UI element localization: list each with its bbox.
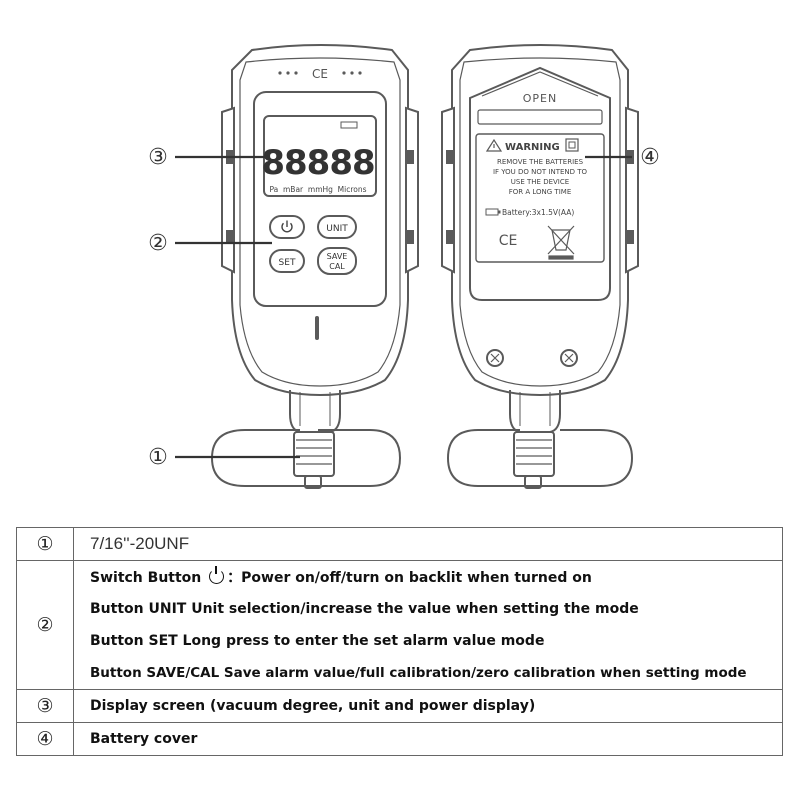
callout-4: ④	[640, 145, 660, 170]
callout-2: ②	[148, 231, 168, 256]
power-icon	[209, 566, 225, 584]
weee-bin-icon	[547, 225, 575, 260]
save-cal-button	[317, 247, 357, 275]
lcd-units: Pa mBar mmHg Microns	[269, 185, 366, 194]
back-hose	[446, 429, 634, 487]
warning-line-3: USE THE DEVICE	[511, 178, 569, 186]
power-button	[269, 215, 305, 239]
battery-spec: Battery:3x1.5V(AA)	[502, 208, 574, 217]
back-body	[451, 44, 629, 397]
front-view: CE 88888 Pa mBar mmHg Microns UNIT SET	[210, 44, 419, 489]
warning-line-2: IF YOU DO NOT INTEND TO	[493, 168, 588, 176]
save-cal-label-1: SAVE	[327, 252, 348, 261]
warning-line-1: REMOVE THE BATTERIES	[497, 158, 584, 166]
legend-unit-button: Button UNIT Unit selection/increase the …	[73, 593, 783, 625]
battery-indicator	[340, 121, 358, 129]
legend-switch-button: Switch Button ：Power on/off/turn on back…	[73, 560, 783, 593]
warning-line-4: FOR A LONG TIME	[509, 188, 572, 196]
legend-save-cal-button: Button SAVE/CAL Save alarm value/full ca…	[73, 657, 783, 690]
back-view: OPEN WARNING REMOVE THE BATTERIES IF YOU…	[441, 44, 639, 489]
callout-3: ③	[148, 145, 168, 170]
legend-row-3: ③ Display screen (vacuum degree, unit an…	[16, 689, 783, 723]
battery-icon	[485, 208, 501, 216]
switch-button-label: Switch Button	[90, 570, 207, 586]
legend-text-4: Battery cover	[73, 722, 783, 756]
legend-num-4: ④	[16, 722, 74, 756]
back-fitting	[513, 431, 555, 477]
front-buttons: UNIT SET SAVE CAL	[269, 215, 357, 275]
screw-left	[486, 349, 504, 367]
legend-text-1: 7/16''-20UNF	[73, 527, 783, 561]
back-ce-mark: CE	[499, 233, 518, 249]
set-button-label: SET	[279, 258, 296, 268]
callout-lines	[175, 155, 632, 459]
legend-num-1: ①	[16, 527, 74, 561]
device-diagram: CE 88888 Pa mBar mmHg Microns UNIT SET	[148, 44, 660, 489]
legend-row-1: ① 7/16''-20UNF	[16, 527, 783, 561]
front-ce-mark: CE	[312, 67, 328, 81]
unit-button	[317, 215, 357, 239]
legend-row-2d: Button SAVE/CAL Save alarm value/full ca…	[17, 657, 783, 690]
legend-row-2a: ② Switch Button ：Power on/off/turn on ba…	[16, 560, 783, 690]
battery-cover-plate	[469, 66, 611, 301]
set-button	[269, 249, 305, 273]
power-icon	[281, 220, 293, 233]
front-fitting	[293, 431, 335, 477]
back-stem	[509, 390, 561, 433]
screw-right	[560, 349, 578, 367]
front-face-panel	[253, 91, 387, 307]
unit-button-label: UNIT	[326, 224, 348, 234]
open-label: OPEN	[523, 92, 557, 105]
legend-num-2: ②	[16, 560, 74, 690]
callout-1: ①	[148, 445, 168, 470]
legend-set-button: Button SET Long press to enter the set a…	[73, 625, 783, 657]
warning-title: WARNING	[505, 142, 560, 153]
legend-row-2b: Button UNIT Unit selection/increase the …	[17, 593, 783, 625]
front-body	[231, 44, 409, 397]
front-hose	[210, 429, 402, 487]
legend-row-4: ④ Battery cover	[16, 722, 783, 756]
warning-icon	[485, 138, 503, 152]
lcd-digits: 88888	[261, 143, 374, 183]
warning-panel	[475, 133, 605, 263]
legend-num-3: ③	[16, 689, 74, 723]
front-stem	[289, 390, 341, 433]
legend-table: ① 7/16''-20UNF ② Switch Button ：Power on…	[16, 527, 783, 756]
legend-text-3: Display screen (vacuum degree, unit and …	[73, 689, 783, 723]
switch-button-desc: ：Power on/off/turn on backlit when turne…	[227, 570, 592, 586]
save-cal-label-2: CAL	[329, 262, 345, 271]
legend-row-2c: Button SET Long press to enter the set a…	[17, 625, 783, 657]
